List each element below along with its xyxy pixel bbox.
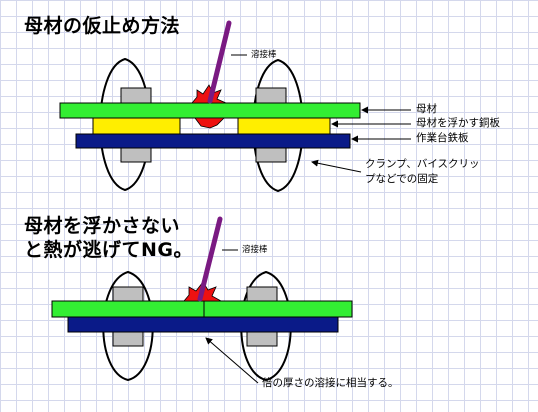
label-copper-plate: 母材を浮かす銅板 [416,117,500,129]
base-metal [59,102,361,119]
copper-plate-left [92,117,181,135]
clamp-pad-top-left-ng [112,286,144,302]
clamp-pad-bottom-right [255,147,287,163]
note-double-thickness: 倍の厚さの溶接に相当する。 [262,377,399,389]
clamp-pad-bottom-left-ng [112,331,144,347]
clamp-pad-top-left [120,87,152,104]
table-plate [75,133,351,149]
leader-clamp [311,159,362,173]
clamp-pad-top-right [255,87,287,104]
section1-title: 母材の仮止め方法 [24,15,181,37]
diagram-correct [59,20,411,193]
leader-note [205,337,259,384]
label-table-plate: 作業台鉄板 [416,132,469,144]
copper-plate-right [237,117,331,135]
clamp-loop-left-ng [102,270,154,382]
spark-bottom [194,117,225,129]
section2-title-line1: 母材を浮かさない [24,215,181,237]
rod-label: 溶接棒 [251,50,277,60]
table-plate-ng [67,316,339,333]
rod-label-ng: 溶接棒 [242,245,268,255]
section2-title-line2: と熱が逃げてNG。 [24,239,193,261]
label-clamp-line2: プなどでの固定 [365,173,439,185]
label-clamp-line1: クランプ、バイスクリッ [365,158,480,170]
welding-rod-ng [197,216,223,302]
label-base-metal: 母材 [416,103,437,115]
diagram-ng [51,216,353,384]
clamp-loop-right-ng [240,270,292,382]
base-metal-ng [51,300,353,318]
clamp-pad-top-right-ng [246,286,278,302]
clamp-pad-bottom-right-ng [246,331,278,347]
clamp-pad-bottom-left [120,147,152,163]
welding-rod [207,20,232,104]
